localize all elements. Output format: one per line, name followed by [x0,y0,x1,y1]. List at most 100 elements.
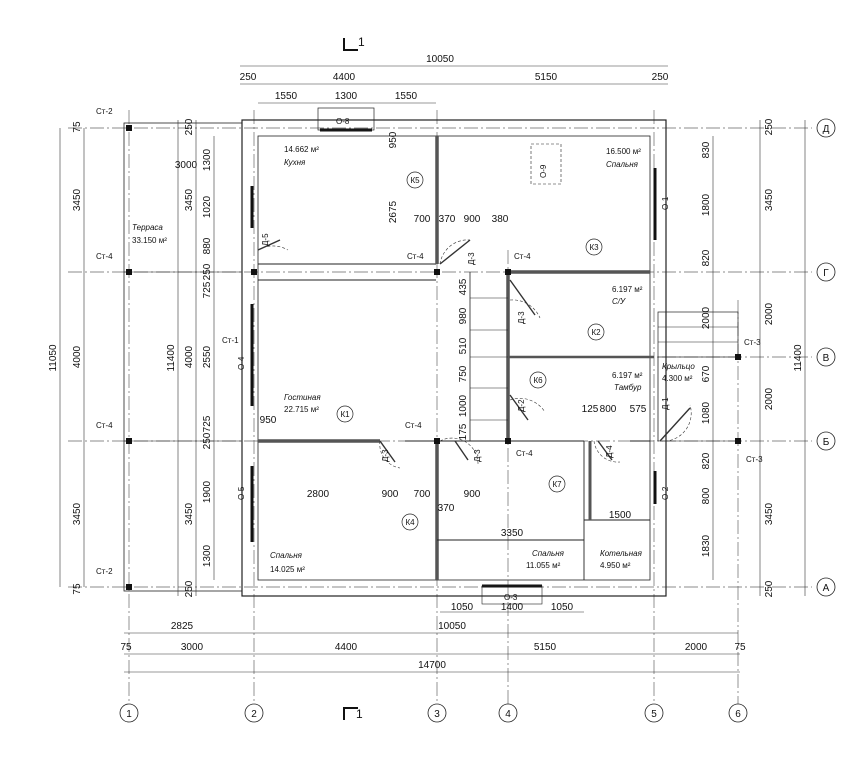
col-label-st3-b: Ст-3 [746,455,763,464]
section-mark-top-label: 1 [358,35,365,49]
axis-5-circle [644,703,664,723]
axis-6-label: 6 [735,709,741,720]
room-bedroom2-area: 14.025 м² [270,565,305,574]
window-label-o4: О-4 [237,356,246,370]
dim-bottom-4400: 4400 [335,642,358,653]
axis-5-label: 5 [651,709,657,720]
col-label-st3-a: Ст-3 [744,338,761,347]
dim-left-75-top: 75 [72,121,83,133]
room-boiler-name: Котельная [600,549,643,558]
door-label-d2: Д-2 [517,399,526,412]
dim-inner-2550: 2550 [202,345,213,368]
dim-right-1080: 1080 [701,401,712,424]
dim-int-1000: 1000 [458,394,469,417]
dim-int-950-h: 950 [260,415,277,426]
wall-mark-К4-circle [401,513,419,531]
dim-inner-1020: 1020 [202,195,213,218]
wall-mark-К3-label: К3 [589,243,599,252]
dim-int-3350: 3350 [501,528,524,539]
room-bedroom1-name: Спальня [606,160,639,169]
dim-bottom-overall: 14700 [418,660,446,671]
dim-top-4400: 4400 [333,72,356,83]
col-label-st4-b: Ст-4 [96,421,113,430]
dim-left-11050: 11050 [48,344,59,372]
wall-mark-К1-circle [336,405,354,423]
room-terrace-name: Терраса [132,223,163,232]
window-o8-outline [317,107,375,131]
dim-right-2000-b: 2000 [764,387,775,410]
dim-int-900-a: 900 [382,489,399,500]
col-label-st2-bottom: Ст-2 [96,567,113,576]
section-mark-bottom-label: 1 [356,707,363,721]
dim-right-800: 800 [701,487,712,504]
dim-int-800: 800 [600,404,617,415]
dim-int-980: 980 [458,307,469,324]
dim-int-700-bottom: 700 [414,489,431,500]
col-label-st4-e: Ст-4 [405,421,422,430]
dim-bottom-2825: 2825 [171,621,194,632]
window-label-o2: О-2 [661,486,670,500]
dim-int-380-top: 380 [492,214,509,225]
dim-bottom-1050-a: 1050 [451,602,474,613]
door-label-d1: Д-1 [661,397,670,410]
room-boiler-area: 4.950 м² [600,561,631,570]
columns [126,125,741,590]
dim-left-4000: 4000 [72,345,83,368]
wall-mark-К3-circle [585,238,603,256]
dim-bottom-5150: 5150 [534,642,557,653]
axis-Б-circle [816,431,836,451]
dim-left-250-g: 250 [202,263,213,280]
dim-top-250-left: 250 [240,72,257,83]
dim-left-250-bottom: 250 [184,580,195,597]
axis-А-label: А [823,583,830,594]
dim-right-820-b: 820 [701,452,712,469]
col-label-st4-f: Ст-4 [516,449,533,458]
dim-top-250-right: 250 [652,72,669,83]
wall-mark-К2-label: К2 [591,328,601,337]
window-label-o9: О-9 [539,164,548,178]
dim-int-575: 575 [630,404,647,415]
room-bedroom3-name: Спальня [532,549,565,558]
dim-top-overall: 10050 [426,54,454,65]
dim-top-5150: 5150 [535,72,558,83]
wall-mark-К4-label: К4 [405,518,415,527]
wall-mark-К5-circle [406,171,424,189]
room-terrace-area: 33.150 м² [132,236,167,245]
door-label-d3-c: Д-3 [381,449,390,462]
wall-mark-К5-label: К5 [410,176,420,185]
dim-left2-3450-b: 3450 [184,502,195,525]
axis-Д-circle [816,118,836,138]
col-label-st4-c: Ст-4 [407,252,424,261]
dim-left-11400: 11400 [166,344,177,372]
dim-right-1830: 1830 [701,534,712,557]
dim-right-250-bottom: 250 [764,580,775,597]
room-wc-area: 6.197 м² [612,285,643,294]
axis-1-label: 1 [126,709,132,720]
dim-right-250-top: 250 [764,118,775,135]
dim-int-125: 125 [582,404,599,415]
room-kitchen-area: 14.662 м² [284,145,319,154]
door-label-d3-d: Д-3 [473,449,482,462]
wall-mark-К1-label: К1 [340,410,350,419]
room-living-name: Гостиная [284,393,321,402]
wall-mark-К7-circle [548,475,566,493]
dim-int-750: 750 [458,365,469,382]
dim-int-900-b: 900 [464,489,481,500]
col-label-st1: Ст-1 [222,336,239,345]
dim-inner-725-a: 725 [202,281,213,298]
axis-Г-label: Г [823,268,829,279]
dim-right-3450-b: 3450 [764,502,775,525]
dim-top-1550-b: 1550 [395,91,418,102]
opening-labels: О-8 О-9 О-1 О-4 О-5 О-3 О-2 Д-5 Д-3 Д-3 … [237,117,670,602]
room-bedroom1-area: 16.500 м² [606,147,641,156]
axis-6-circle [728,703,748,723]
axis-Д-label: Д [823,124,830,135]
dim-right-2000: 2000 [701,306,712,329]
dim-int-1500: 1500 [609,510,632,521]
axis-2-label: 2 [251,709,257,720]
dim-bottom-75-left: 75 [120,642,132,653]
door-label-d4: Д-4 [605,445,614,458]
